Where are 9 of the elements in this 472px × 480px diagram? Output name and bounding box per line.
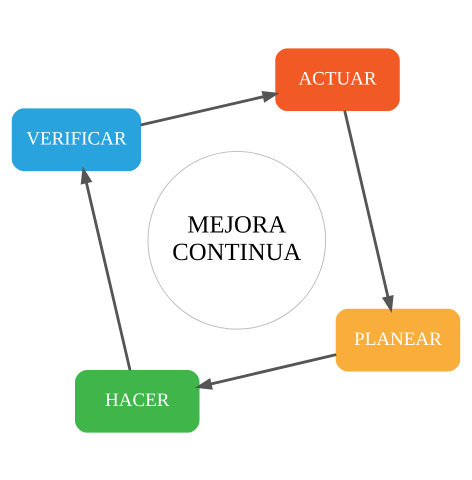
- node-circle: MEJORA CONTINUA: [147, 150, 326, 330]
- arrow: [194, 352, 337, 390]
- node-box: PLANEAR: [336, 308, 460, 371]
- arrow: [343, 110, 394, 313]
- node-box: HACER: [75, 369, 200, 432]
- node-box: ACTUAR: [275, 48, 400, 111]
- arrow: [80, 166, 132, 370]
- arrow: [140, 90, 280, 126]
- node-box: VERIFICAR: [12, 108, 142, 171]
